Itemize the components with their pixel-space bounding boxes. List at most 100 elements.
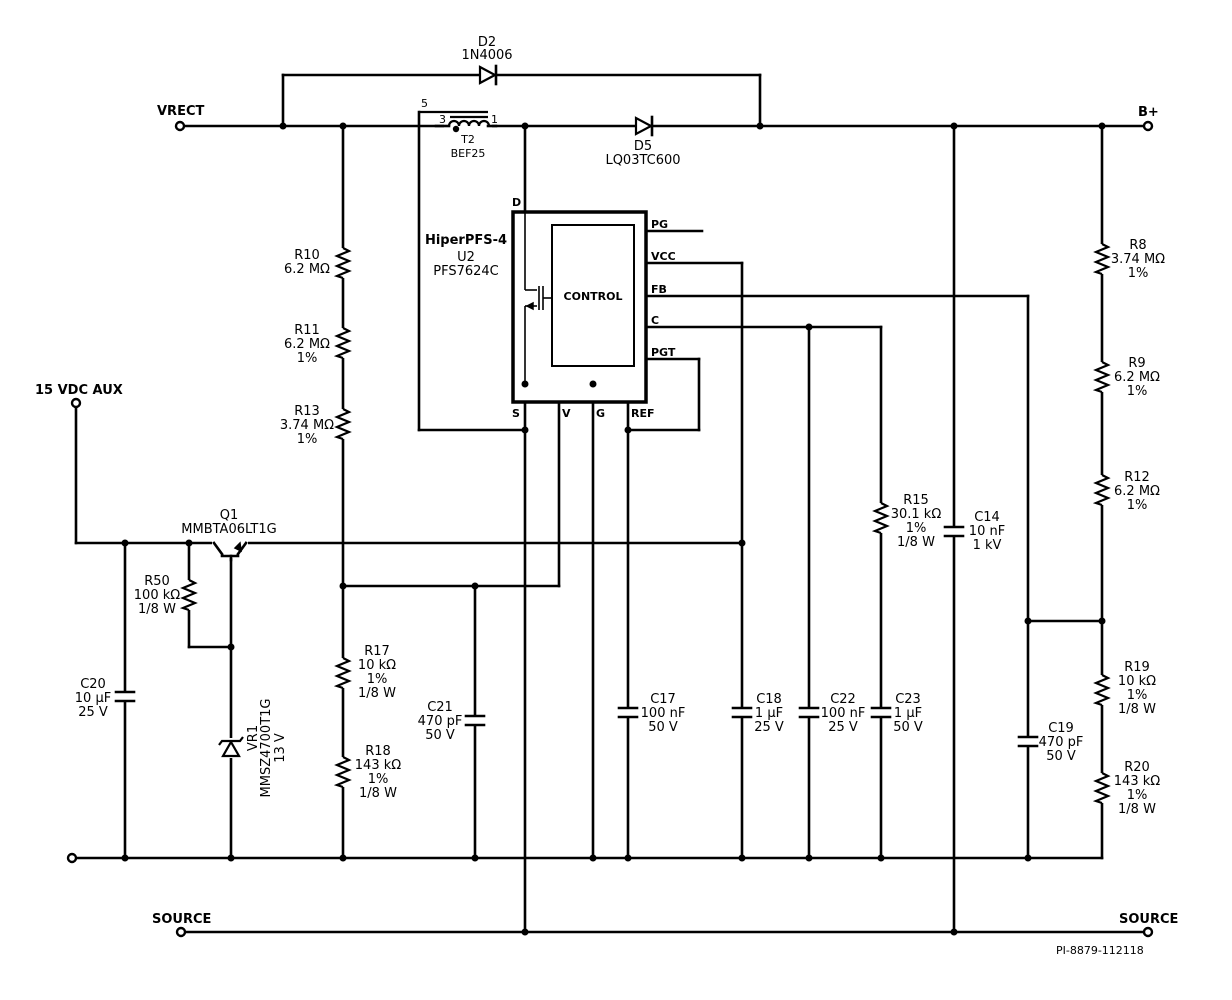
r18-tol: 1%	[368, 772, 389, 787]
r19-symbol	[1092, 674, 1111, 707]
wires	[70, 73, 1150, 934]
c20-volt: 25 V	[78, 705, 108, 720]
r15-pwr: 1/8 W	[897, 535, 935, 550]
u2-pin-pg: PG	[651, 218, 668, 231]
r18-pwr: 1/8 W	[359, 786, 397, 801]
bplus-label: B+	[1138, 105, 1159, 120]
vr1-ref: VR1	[246, 725, 261, 751]
c17-volt: 50 V	[648, 720, 678, 735]
r13-val: 3.74 MΩ	[280, 418, 334, 433]
r11-ref: R11	[294, 323, 320, 338]
c23-volt: 50 V	[893, 720, 923, 735]
u2-ref: U2	[457, 250, 475, 265]
r8-tol: 1%	[1128, 266, 1149, 281]
vr1-voltage-group: 13 V	[273, 733, 288, 763]
r20-pwr: 1/8 W	[1118, 802, 1156, 817]
vrect-label: VRECT	[157, 104, 204, 119]
c14-volt: 1 kV	[973, 538, 1002, 553]
c18-volt: 25 V	[754, 720, 784, 735]
c21-val: 470 pF	[418, 714, 463, 729]
r17-val: 10 kΩ	[358, 658, 396, 673]
r17-tol: 1%	[367, 672, 388, 687]
u2-pin-ref: REF	[631, 407, 655, 420]
c22-val: 100 nF	[821, 706, 866, 721]
c19-ref: C19	[1048, 721, 1074, 736]
vr1-labels: VR1	[246, 725, 261, 751]
r15-tol: 1%	[906, 521, 927, 536]
u2-family: HiperPFS-4	[425, 233, 507, 248]
r11-symbol	[333, 327, 352, 360]
r8-ref: R8	[1129, 238, 1146, 253]
c20-val: 10 µF	[75, 691, 111, 706]
c23-val: 1 µF	[894, 706, 922, 721]
c18-symbol	[731, 706, 753, 719]
r17-pwr: 1/8 W	[358, 686, 396, 701]
d5-symbol	[634, 115, 654, 137]
r10-val: 6.2 MΩ	[284, 262, 330, 277]
c19-symbol	[1017, 735, 1039, 748]
r11-tol: 1%	[297, 351, 318, 366]
c21-symbol	[464, 714, 486, 727]
c21-ref: C21	[427, 700, 453, 715]
r50-pwr: 1/8 W	[138, 602, 176, 617]
r9-val: 6.2 MΩ	[1114, 370, 1160, 385]
r10-ref: R10	[294, 248, 320, 263]
r9-symbol	[1092, 361, 1111, 394]
q1-ref: Q1	[220, 508, 239, 523]
c14-symbol	[943, 525, 965, 538]
c18-ref: C18	[756, 692, 782, 707]
vr1-zener-symbol	[218, 736, 244, 758]
d5-ref: D5	[634, 139, 652, 154]
r20-symbol	[1092, 772, 1111, 805]
r15-val: 30.1 kΩ	[891, 507, 942, 522]
r19-tol: 1%	[1127, 688, 1148, 703]
r15-ref: R15	[903, 493, 929, 508]
r18-ref: R18	[365, 744, 391, 759]
r20-tol: 1%	[1127, 788, 1148, 803]
r18-val: 143 kΩ	[355, 758, 401, 773]
source-right-label: SOURCE	[1119, 912, 1178, 927]
resistor-symbols	[179, 243, 1111, 805]
u2-pin-v: V	[562, 407, 571, 420]
d5-part: LQ03TC600	[605, 153, 680, 168]
capacitor-symbols	[114, 525, 1039, 748]
r8-val: 3.74 MΩ	[1111, 252, 1165, 267]
d2-symbol	[478, 64, 498, 86]
drawing-code: PI-8879-112118	[1056, 944, 1144, 957]
c14-val: 10 nF	[969, 524, 1005, 539]
c22-ref: C22	[830, 692, 856, 707]
c22-symbol	[798, 706, 820, 719]
r10-symbol	[333, 247, 352, 280]
u2-pin-fb: FB	[651, 283, 667, 296]
u2-pin-d: D	[512, 196, 521, 209]
source-left-label: SOURCE	[152, 912, 211, 927]
r13-tol: 1%	[297, 432, 318, 447]
r20-val: 143 kΩ	[1114, 774, 1160, 789]
t2-pin1: 1	[491, 113, 498, 126]
source-right-terminal	[1142, 926, 1154, 938]
u2-pin-pgt: PGT	[651, 346, 676, 359]
bplus-terminal	[1142, 120, 1154, 132]
u2-pin-vcc: VCC	[651, 250, 676, 263]
q1-part: MMBTA06LT1G	[181, 522, 276, 537]
r12-tol: 1%	[1127, 498, 1148, 513]
c14-ref: C14	[974, 510, 1000, 525]
t2-pin5: 5	[421, 97, 428, 110]
aux-return-terminal	[66, 852, 78, 864]
r50-ref: R50	[144, 574, 170, 589]
terminals	[66, 120, 1154, 938]
t2-ref: T2	[460, 133, 475, 146]
t2-pin3: 3	[439, 113, 446, 126]
c17-ref: C17	[650, 692, 676, 707]
u2-pin-g: G	[596, 407, 605, 420]
c17-val: 100 nF	[641, 706, 686, 721]
r11-val: 6.2 MΩ	[284, 337, 330, 352]
c20-ref: C20	[80, 677, 106, 692]
r15-symbol	[871, 502, 890, 535]
r8-symbol	[1092, 243, 1111, 276]
r19-ref: R19	[1124, 660, 1150, 675]
c18-val: 1 µF	[755, 706, 783, 721]
c21-volt: 50 V	[425, 728, 455, 743]
junction-dots	[121, 122, 1106, 936]
